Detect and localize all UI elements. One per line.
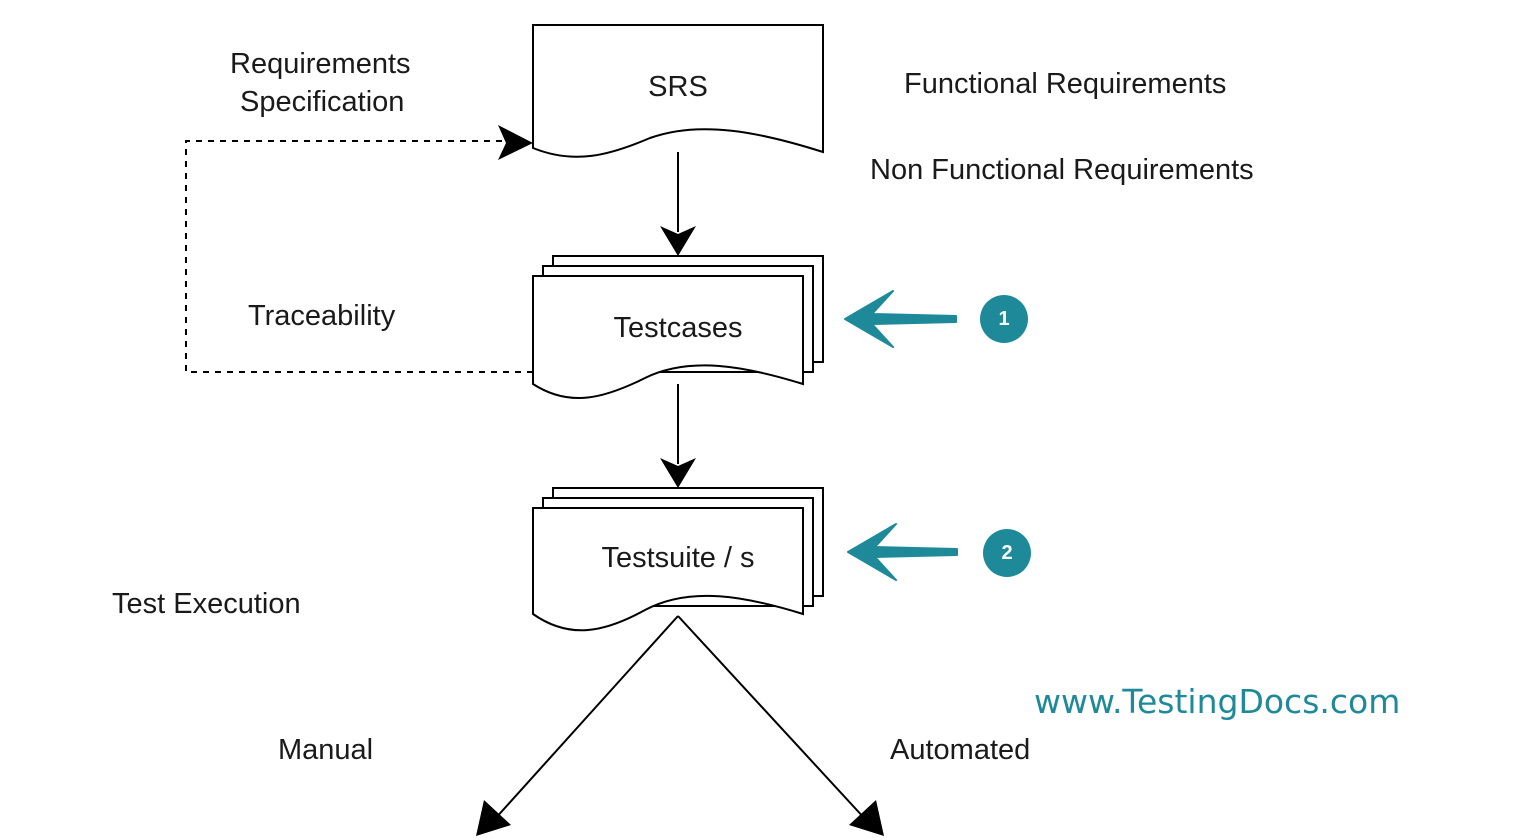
test-execution-label: Test Execution xyxy=(112,588,301,620)
automated-branch-arrow xyxy=(677,615,884,836)
manual-label: Manual xyxy=(278,734,374,766)
callout-badge-2: 2 xyxy=(983,529,1031,577)
testcases-to-testsuite-arrow xyxy=(660,384,696,488)
srs-document-node: SRS xyxy=(532,24,824,158)
functional-requirements-label: Functional Requirements xyxy=(904,68,1227,100)
traceability-dashed-connector xyxy=(185,125,533,373)
testsuite-node-label: Testsuite / s xyxy=(601,542,754,574)
srs-node-label: SRS xyxy=(648,71,708,103)
testsuite-document-stack-node: Testsuite / s xyxy=(532,487,824,632)
requirements-spec-label-line1: Requirements xyxy=(230,48,411,80)
manual-branch-arrow xyxy=(476,615,679,836)
non-functional-requirements-label: Non Functional Requirements xyxy=(870,154,1254,186)
automated-label: Automated xyxy=(890,734,1031,766)
website-watermark: www.TestingDocs.com xyxy=(1034,682,1401,721)
callout-badge-1: 1 xyxy=(980,295,1028,343)
requirements-spec-label-line2: Specification xyxy=(240,86,405,118)
srs-to-testcases-arrow xyxy=(660,152,696,256)
testcases-node-label: Testcases xyxy=(614,312,743,344)
traceability-label: Traceability xyxy=(248,300,396,332)
testcases-document-stack-node: Testcases xyxy=(532,255,824,400)
callout-arrow-1 xyxy=(844,290,957,348)
callout-arrow-2 xyxy=(847,523,958,581)
